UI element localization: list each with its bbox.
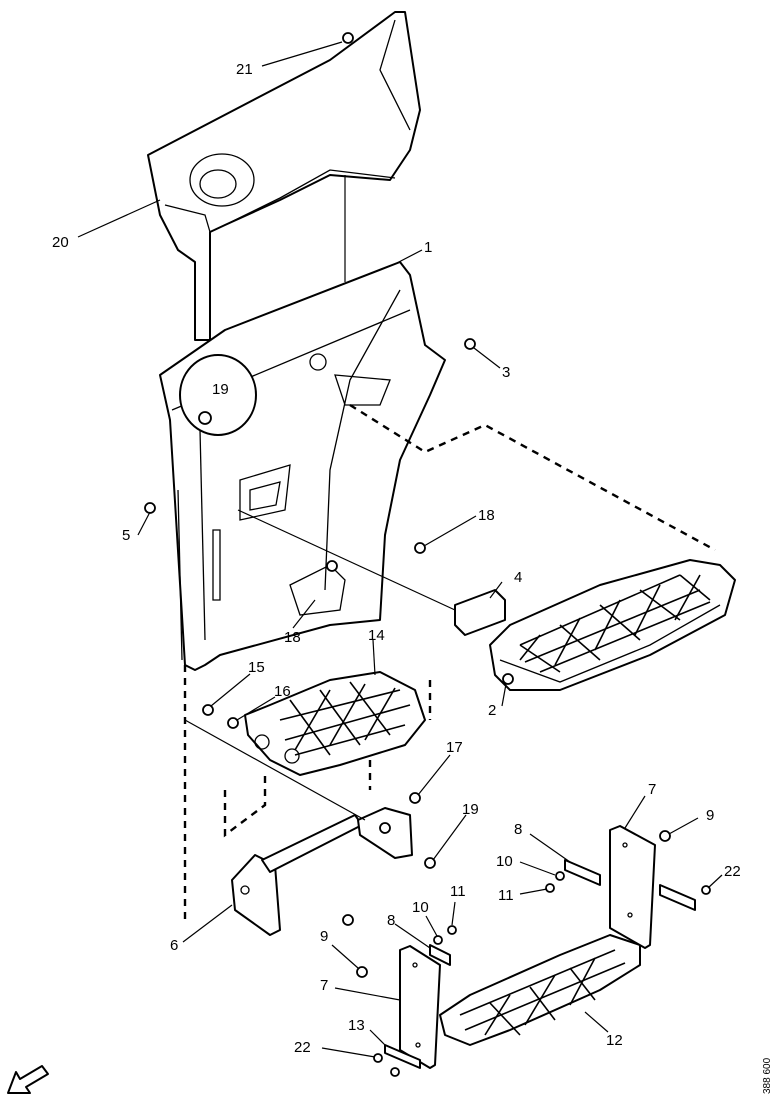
direction-arrow-icon (7, 1065, 49, 1094)
nut-bracket (342, 914, 354, 926)
callout-20: 20 (52, 234, 69, 251)
callout-7-upper: 7 (648, 781, 656, 798)
bracket-13 (384, 1044, 421, 1069)
callout-22-right: 22 (724, 863, 741, 880)
bolt-18-upper (414, 542, 426, 554)
bolt-18-lower (326, 560, 338, 572)
callout-14: 14 (368, 627, 385, 644)
leader-lines (77, 41, 723, 1058)
step-tread-bottom (439, 934, 641, 1046)
bolt-3 (464, 338, 476, 350)
callout-6: 6 (170, 937, 178, 954)
assembly-dashed-lines (183, 403, 716, 925)
washer-10-lower (433, 935, 443, 945)
callout-2: 2 (488, 702, 496, 719)
upper-trim-panel (147, 11, 421, 341)
callout-9-upper: 9 (706, 807, 714, 824)
bracket-8-upper (564, 859, 601, 886)
callout-17: 17 (446, 739, 463, 756)
assembly-lines (184, 175, 456, 821)
callout-22-left: 22 (294, 1039, 311, 1056)
callout-10-lower: 10 (412, 899, 429, 916)
callout-8-upper: 8 (514, 821, 522, 838)
callout-19-lower: 19 (462, 801, 479, 818)
nut-11-upper (545, 883, 555, 893)
fasteners (144, 32, 711, 1077)
bolt-9-lower (356, 966, 368, 978)
callout-12: 12 (606, 1032, 623, 1049)
callout-3: 3 (502, 364, 510, 381)
bolt-22-lower (373, 1053, 383, 1063)
step-tread-small (244, 671, 426, 776)
bolt-9-upper (659, 830, 671, 842)
callout-7-lower: 7 (320, 977, 328, 994)
screw-21 (342, 32, 354, 44)
bolt-5 (144, 502, 156, 514)
nut-11-lower (447, 925, 457, 935)
nut-19 (424, 857, 436, 869)
mounting-plate-upper (609, 825, 656, 949)
callout-5: 5 (122, 527, 130, 544)
callout-9-lower: 9 (320, 928, 328, 945)
clip-4 (454, 589, 506, 636)
washer-10-upper (555, 871, 565, 881)
main-side-panel (159, 261, 446, 671)
nut-15 (202, 704, 214, 716)
bracket-22-right (659, 884, 696, 911)
callout-18-lower: 18 (284, 629, 301, 646)
callout-19-upper: 19 (212, 381, 229, 398)
lower-bracket (231, 814, 363, 936)
callout-1: 1 (424, 239, 432, 256)
bracket-17 (357, 807, 413, 859)
washer-16 (227, 717, 239, 729)
callout-15: 15 (248, 659, 265, 676)
callout-18-upper: 18 (478, 507, 495, 524)
callout-10-upper: 10 (496, 853, 513, 870)
callout-16: 16 (274, 683, 291, 700)
document-number: 388 600 (762, 1057, 773, 1094)
bolt-17 (409, 792, 421, 804)
mounting-plate-lower (399, 945, 441, 1069)
bolt-13 (390, 1067, 400, 1077)
callout-13: 13 (348, 1017, 365, 1034)
callout-labels: 1 2 3 4 5 6 7 7 8 8 9 9 10 10 11 11 12 1… (52, 61, 741, 1056)
callout-4: 4 (514, 569, 522, 586)
step-tread-large (489, 559, 736, 691)
callout-11-lower: 11 (450, 883, 466, 900)
callout-11-upper: 11 (498, 887, 514, 904)
bracket-8-lower (429, 944, 451, 966)
callout-21: 21 (236, 61, 253, 78)
callout-8-lower: 8 (387, 912, 395, 929)
